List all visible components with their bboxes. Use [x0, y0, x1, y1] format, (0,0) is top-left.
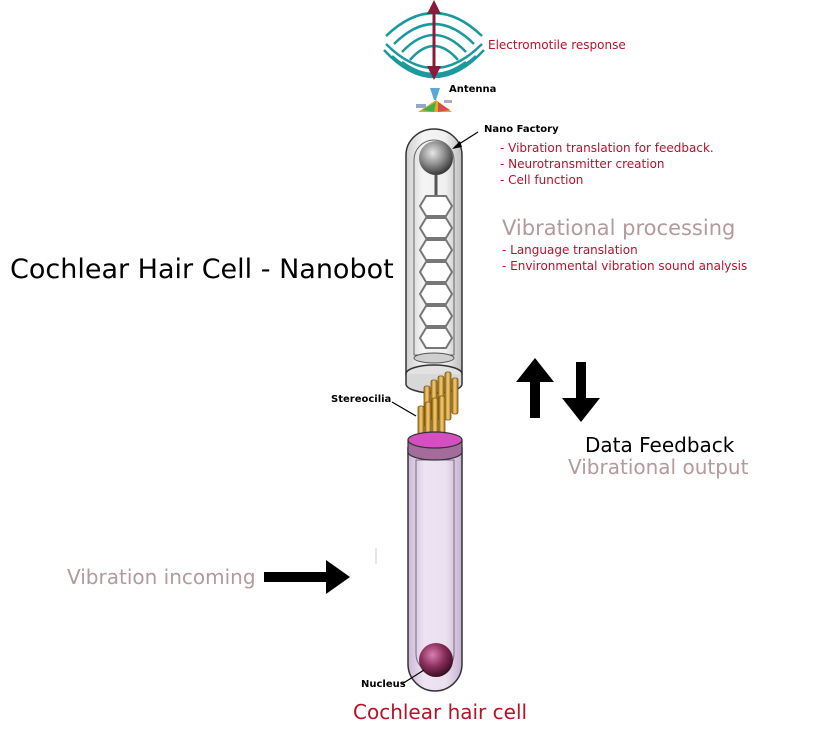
nucleus-icon: [419, 643, 453, 677]
antenna-label: Antenna: [449, 84, 497, 95]
nano-factory-label: Nano Factory: [484, 124, 559, 135]
list-item: - Vibration translation for feedback.: [500, 141, 714, 155]
list-item: - Environmental vibration sound analysis: [502, 259, 748, 273]
list-item: - Cell function: [500, 173, 584, 187]
list-item: - Neurotransmitter creation: [500, 157, 665, 171]
vibrational-output-label: Vibrational output: [568, 455, 749, 479]
up-arrow-icon: [516, 358, 554, 418]
molecular-chain-icon: [418, 195, 454, 349]
electromotile-label: Electromotile response: [488, 38, 626, 52]
stereocilia-label: Stereocilia: [331, 394, 392, 405]
vibrational-processing-heading: Vibrational processing: [502, 216, 736, 240]
stereocilia-pointer: [391, 401, 417, 417]
data-feedback-label: Data Feedback: [585, 433, 735, 457]
antenna-icon: [416, 88, 452, 112]
down-arrow-icon: [562, 362, 600, 422]
hair-cell-tube: [407, 431, 463, 692]
processing-list: - Language translation - Environmental v…: [502, 242, 747, 274]
vertical-double-arrow-icon: [427, 0, 441, 80]
cell-name-label: Cochlear hair cell: [353, 700, 528, 724]
nucleus-pointer: [401, 669, 425, 685]
nano-factory-list: - Vibration translation for feedback. - …: [500, 140, 714, 188]
nano-factory-sphere-icon: [419, 141, 453, 175]
vibration-incoming-label: Vibration incoming: [67, 565, 256, 589]
page-title: Cochlear Hair Cell - Nanobot: [10, 254, 394, 285]
nucleus-label: Nucleus: [361, 679, 406, 690]
right-arrow-icon: [264, 560, 350, 594]
list-item: - Language translation: [502, 243, 638, 257]
